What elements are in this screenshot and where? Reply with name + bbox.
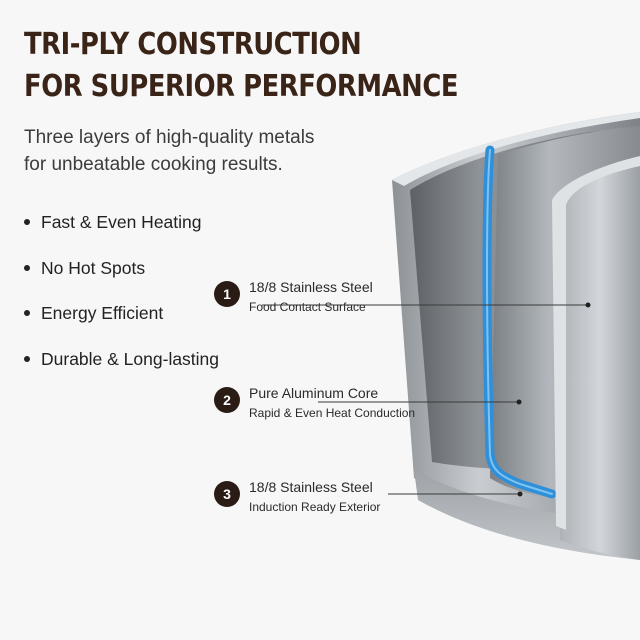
layer-number-badge: 2 (214, 387, 240, 413)
headline-line-2: FOR SUPERIOR PERFORMANCE (24, 69, 459, 104)
subtitle-line-1: Three layers of high-quality metals (24, 127, 315, 148)
subtitle-line-2: for unbeatable cooking results. (24, 154, 283, 175)
feature-item: No Hot Spots (24, 254, 219, 300)
layer-number-badge: 1 (214, 281, 240, 307)
layer-name: Pure Aluminum Core (249, 385, 379, 401)
layer-description: Rapid & Even Heat Conduction (249, 406, 416, 420)
layer-number-badge: 3 (214, 481, 240, 507)
feature-item: Energy Efficient (24, 299, 219, 345)
feature-item: Durable & Long-lasting (24, 345, 219, 391)
feature-list: Fast & Even Heating No Hot Spots Energy … (24, 208, 219, 390)
layer-description: Food Contact Surface (249, 300, 366, 314)
layer-name: 18/8 Stainless Steel (249, 479, 373, 495)
headline-line-1: TRI-PLY CONSTRUCTION (24, 27, 362, 62)
layer-description: Induction Ready Exterior (249, 500, 381, 514)
subtitle: Three layers of high-quality metals for … (24, 124, 354, 178)
feature-item: Fast & Even Heating (24, 208, 219, 254)
headline: TRI-PLY CONSTRUCTION FOR SUPERIOR PERFOR… (24, 24, 458, 108)
layer-name: 18/8 Stainless Steel (249, 279, 373, 295)
